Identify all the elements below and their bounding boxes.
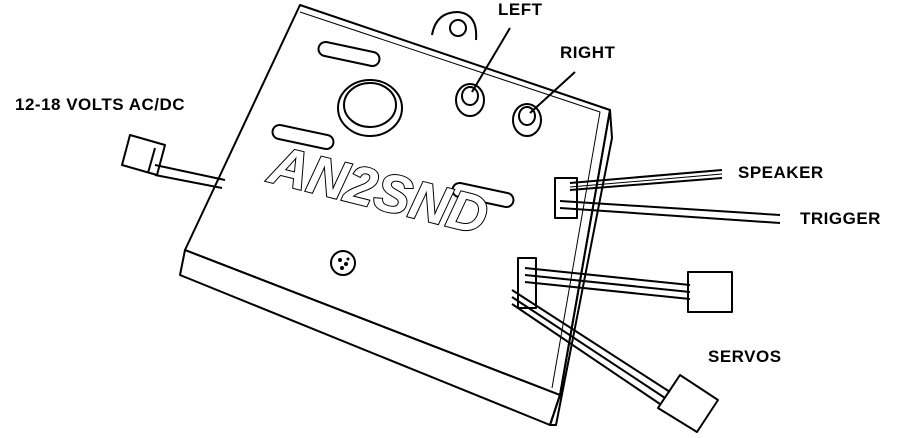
module-body xyxy=(179,4,613,426)
servo-connector-upper xyxy=(687,271,733,313)
slot xyxy=(317,41,381,67)
trigger-wires xyxy=(559,200,781,224)
side-connector xyxy=(517,177,578,309)
speaker-wires xyxy=(569,169,723,191)
slot xyxy=(451,182,515,208)
label-speaker: SPEAKER xyxy=(738,163,824,182)
leader-lines xyxy=(471,27,576,114)
servo-connector-lower xyxy=(657,374,719,433)
power-cable xyxy=(154,164,226,189)
slot xyxy=(271,124,335,150)
device-label: AN2SND xyxy=(262,134,494,246)
left-potentiometer xyxy=(455,83,485,117)
label-trigger: TRIGGER xyxy=(800,209,881,228)
servo-wires-upper xyxy=(524,267,691,300)
servo-wires-lower xyxy=(511,289,671,405)
right-potentiometer xyxy=(512,103,542,137)
label-right: RIGHT xyxy=(560,43,616,62)
label-servos: SERVOS xyxy=(708,347,782,366)
main-button xyxy=(337,79,403,137)
mounting-tab xyxy=(431,11,478,41)
screw xyxy=(330,250,356,276)
label-left: LEFT xyxy=(498,0,543,19)
power-connector xyxy=(121,134,166,176)
label-power: 12-18 VOLTS AC/DC xyxy=(15,95,185,114)
